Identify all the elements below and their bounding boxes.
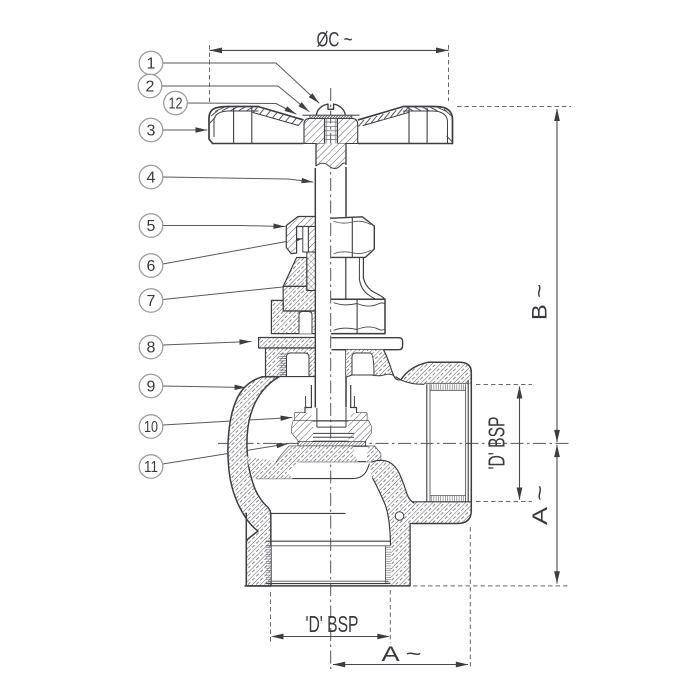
svg-text:'D' BSP: 'D' BSP [306, 611, 359, 637]
svg-text:3: 3 [147, 123, 156, 140]
svg-text:'D' BSP: 'D' BSP [484, 417, 510, 470]
svg-text:1: 1 [147, 56, 156, 73]
svg-text:7: 7 [147, 293, 156, 310]
svg-text:A ~: A ~ [529, 485, 552, 525]
svg-text:4: 4 [147, 170, 156, 187]
svg-text:9: 9 [147, 379, 156, 396]
svg-text:5: 5 [147, 218, 156, 235]
svg-text:11: 11 [144, 459, 158, 476]
svg-text:8: 8 [147, 340, 156, 357]
svg-text:B ~: B ~ [529, 284, 552, 320]
svg-text:6: 6 [147, 258, 156, 275]
svg-text:ØC ~: ØC ~ [317, 29, 353, 52]
svg-text:A ~: A ~ [382, 643, 422, 666]
svg-text:12: 12 [169, 96, 183, 113]
svg-text:2: 2 [146, 79, 155, 96]
svg-text:10: 10 [144, 419, 158, 436]
